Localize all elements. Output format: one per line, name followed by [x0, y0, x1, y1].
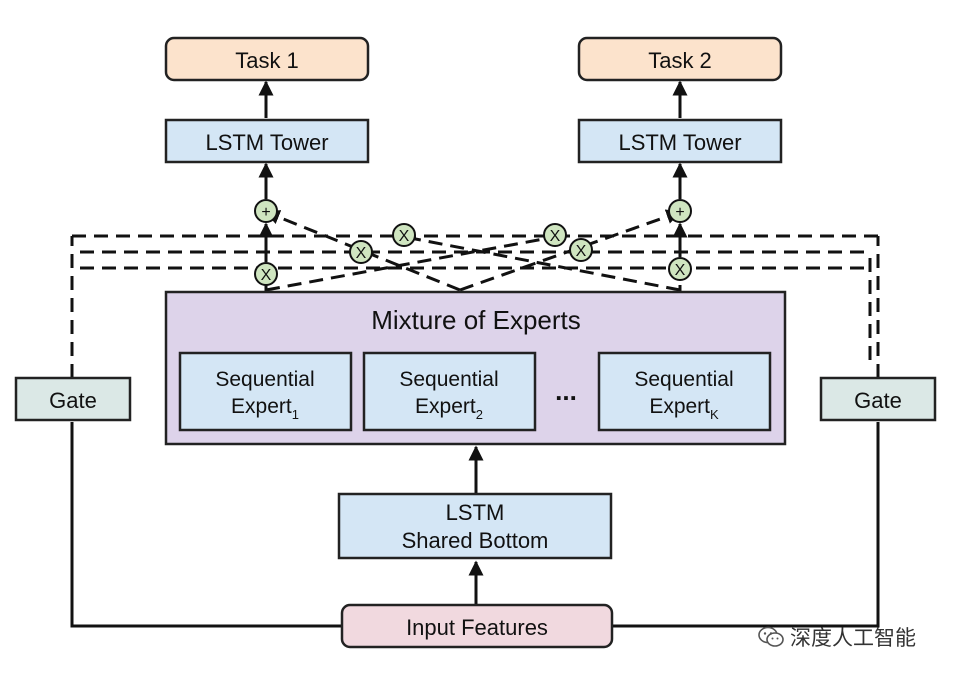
- dash-cross-right-lower: [264, 210, 461, 292]
- gate-left-label: Gate: [49, 388, 97, 413]
- product-op-cross-1-symbol: X: [356, 245, 367, 262]
- line-input-to-gate-right: [612, 422, 880, 628]
- sequential-expert-1: Sequential Expert1: [178, 351, 353, 432]
- watermark: 深度人工智能: [758, 622, 916, 652]
- watermark-text: 深度人工智能: [790, 626, 916, 650]
- input-features-label: Input Features: [406, 615, 548, 640]
- dash-cross-right-upper: [399, 234, 681, 292]
- line-input-to-gate-left: [70, 422, 342, 628]
- product-op-right-main-symbol: X: [675, 262, 686, 279]
- sum-op-right: +: [668, 199, 692, 223]
- task-1-box: Task 1: [164, 36, 370, 82]
- task-1-label: Task 1: [235, 48, 299, 73]
- product-op-left-main-symbol: X: [261, 267, 272, 284]
- mixture-title: Mixture of Experts: [371, 305, 581, 335]
- lstm-tower-left: LSTM Tower: [164, 118, 370, 164]
- shared-bottom-line1: LSTM: [446, 500, 505, 525]
- gate-left: Gate: [14, 376, 132, 422]
- expert-k-name: Expert: [649, 395, 710, 418]
- expert-1-line2: Expert1: [231, 395, 299, 422]
- expert-2-subscript: 2: [476, 407, 483, 422]
- sequential-expert-2: Sequential Expert2: [362, 351, 537, 432]
- product-op-cross-3: X: [543, 223, 567, 247]
- expert-2-line1: Sequential: [399, 368, 498, 391]
- solid-connections: [70, 80, 880, 628]
- mixture-of-experts: Mixture of Experts Sequential Expert1 Se…: [164, 290, 787, 446]
- task-2-box: Task 2: [577, 36, 783, 82]
- gate-right: Gate: [819, 376, 937, 422]
- sequential-expert-k: Sequential ExpertK: [597, 351, 772, 432]
- experts-ellipsis: ...: [555, 376, 577, 406]
- lstm-tower-right-label: LSTM Tower: [618, 130, 741, 155]
- product-op-cross-3-symbol: X: [550, 228, 561, 245]
- expert-1-line1: Sequential: [215, 368, 314, 391]
- product-op-right-main: X: [668, 257, 692, 281]
- dash-cross-left-upper: [265, 234, 561, 292]
- product-op-cross-2: X: [392, 223, 416, 247]
- input-features: Input Features: [340, 603, 614, 649]
- product-op-cross-4: X: [569, 238, 593, 262]
- wechat-icon: [758, 626, 784, 647]
- product-op-cross-4-symbol: X: [576, 243, 587, 260]
- expert-2-name: Expert: [415, 395, 476, 418]
- sum-op-left-symbol: +: [261, 204, 270, 221]
- expert-1-subscript: 1: [292, 407, 299, 422]
- expert-k-line1: Sequential: [634, 368, 733, 391]
- sum-op-left: +: [254, 199, 278, 223]
- gate-right-label: Gate: [854, 388, 902, 413]
- lstm-tower-left-label: LSTM Tower: [205, 130, 328, 155]
- expert-2-line2: Expert2: [415, 395, 483, 422]
- product-op-cross-2-symbol: X: [399, 228, 410, 245]
- lstm-tower-right: LSTM Tower: [577, 118, 783, 164]
- task-2-label: Task 2: [648, 48, 712, 73]
- product-op-left-main: X: [254, 262, 278, 286]
- product-op-cross-1: X: [349, 240, 373, 264]
- expert-k-line2: ExpertK: [649, 395, 719, 422]
- lstm-shared-bottom: LSTM Shared Bottom: [337, 492, 613, 560]
- expert-1-name: Expert: [231, 395, 292, 418]
- shared-bottom-line2: Shared Bottom: [402, 528, 549, 553]
- sum-op-right-symbol: +: [675, 204, 684, 221]
- expert-k-subscript: K: [710, 407, 719, 422]
